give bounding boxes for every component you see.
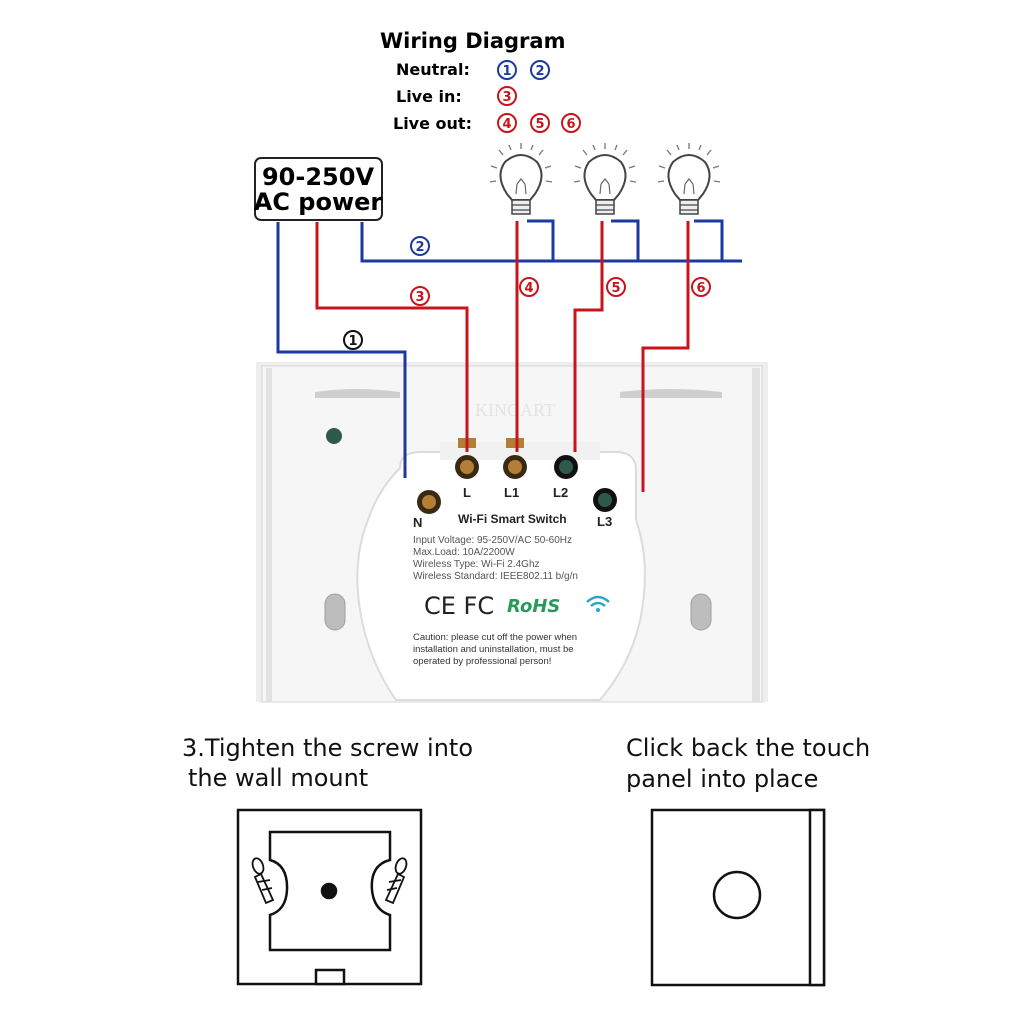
- terminal-l2: [554, 455, 578, 479]
- light-bulb-icon: [573, 143, 637, 215]
- power-ac-label: AC power: [254, 188, 383, 216]
- legend-live-out-6: 6: [561, 113, 581, 133]
- light-bulb-icon: [657, 143, 721, 215]
- svg-text:3: 3: [415, 290, 424, 305]
- neutral-label: Neutral:: [396, 60, 470, 79]
- terminal-l2-label: L2: [553, 485, 568, 500]
- svg-text:4: 4: [524, 281, 533, 296]
- neutral-wire-2: [360, 222, 742, 263]
- svg-text:1: 1: [502, 64, 511, 79]
- live-in-wire-3: [315, 222, 469, 452]
- caution-line-2: installation and uninstallation, must be: [413, 644, 574, 655]
- live-in-label: Live in:: [396, 87, 462, 106]
- svg-text:1: 1: [348, 334, 357, 349]
- live-out-wire-6: [641, 221, 690, 492]
- svg-text:6: 6: [566, 117, 575, 132]
- light-bulbs: [489, 143, 721, 215]
- terminal-l1-label: L1: [504, 485, 519, 500]
- caution-line-3: operated by professional person!: [413, 656, 551, 667]
- svg-text:2: 2: [535, 64, 544, 79]
- wall-mount-illustration: [236, 808, 423, 986]
- terminal-l3-label: L3: [597, 514, 612, 529]
- bulb-neutral-3: [694, 219, 724, 261]
- step3-caption-line1: 3.Tighten the screw into: [182, 734, 473, 762]
- neutral-wires: [276, 219, 742, 478]
- svg-text:5: 5: [611, 281, 620, 296]
- legend-live-out-5: 5: [530, 113, 550, 133]
- terminal-l3: [593, 488, 617, 512]
- indicator-dot: [326, 428, 342, 444]
- terminal-n-label: N: [413, 515, 422, 530]
- touch-panel-illustration: [650, 808, 826, 987]
- light-bulb-icon: [489, 143, 553, 215]
- left-screw-icon: [251, 857, 275, 905]
- live-out-wire-5: [573, 221, 604, 452]
- terminal-l-label: L: [463, 485, 471, 500]
- legend-neutral-1: 1: [497, 60, 517, 80]
- wire-marker-3: 3: [410, 286, 430, 306]
- wire-marker-2: 2: [410, 236, 430, 256]
- ac-power-box: 90-250V AC power: [254, 157, 383, 221]
- neutral-wire-1: [276, 222, 407, 478]
- rohs-mark: RoHS: [507, 596, 560, 617]
- legend-neutral-2: 2: [530, 60, 550, 80]
- step3-caption-line2: the wall mount: [188, 764, 368, 792]
- wifi-icon: [586, 595, 610, 612]
- bulb-neutral-2: [611, 219, 640, 261]
- wire-marker-1: 1: [343, 330, 363, 350]
- svg-text:4: 4: [502, 117, 511, 132]
- spec-max-load: Max.Load: 10A/2200W: [413, 547, 515, 558]
- terminal-l1: [503, 438, 527, 479]
- step4-caption-line1: Click back the touch: [626, 734, 870, 762]
- wifi-module-housing: [356, 442, 646, 701]
- legend-live-in-3: 3: [497, 86, 517, 106]
- power-voltage-label: 90-250V: [262, 163, 374, 191]
- bulb-neutral-1: [527, 219, 555, 261]
- spec-wireless-type: Wireless Type: Wi-Fi 2.4Ghz: [413, 559, 540, 570]
- live-out-label: Live out:: [393, 114, 472, 133]
- live-wires: [315, 221, 690, 492]
- wire-marker-6: 6: [691, 277, 711, 297]
- step4-caption-line2: panel into place: [626, 765, 818, 793]
- svg-text:3: 3: [502, 90, 511, 105]
- svg-text:6: 6: [696, 281, 705, 296]
- wire-marker-4: 4: [519, 277, 539, 297]
- svg-text:2: 2: [415, 240, 424, 255]
- module-title: Wi-Fi Smart Switch: [458, 512, 567, 526]
- terminal-n: [417, 490, 441, 514]
- svg-text:5: 5: [535, 117, 544, 132]
- right-screw-icon: [384, 857, 408, 905]
- ce-fc-marks: CE FC: [424, 592, 494, 620]
- spec-wireless-standard: Wireless Standard: IEEE802.11 b/g/n: [413, 571, 578, 582]
- caution-line-1: Caution: please cut off the power when: [413, 632, 577, 643]
- wire-marker-5: 5: [606, 277, 626, 297]
- brand-watermark: KINGART: [475, 400, 555, 420]
- spec-input-voltage: Input Voltage: 95-250V/AC 50-60Hz: [413, 535, 572, 546]
- diagram-title: Wiring Diagram: [380, 29, 565, 53]
- touch-button-icon: [712, 870, 762, 920]
- legend-live-out-4: 4: [497, 113, 517, 133]
